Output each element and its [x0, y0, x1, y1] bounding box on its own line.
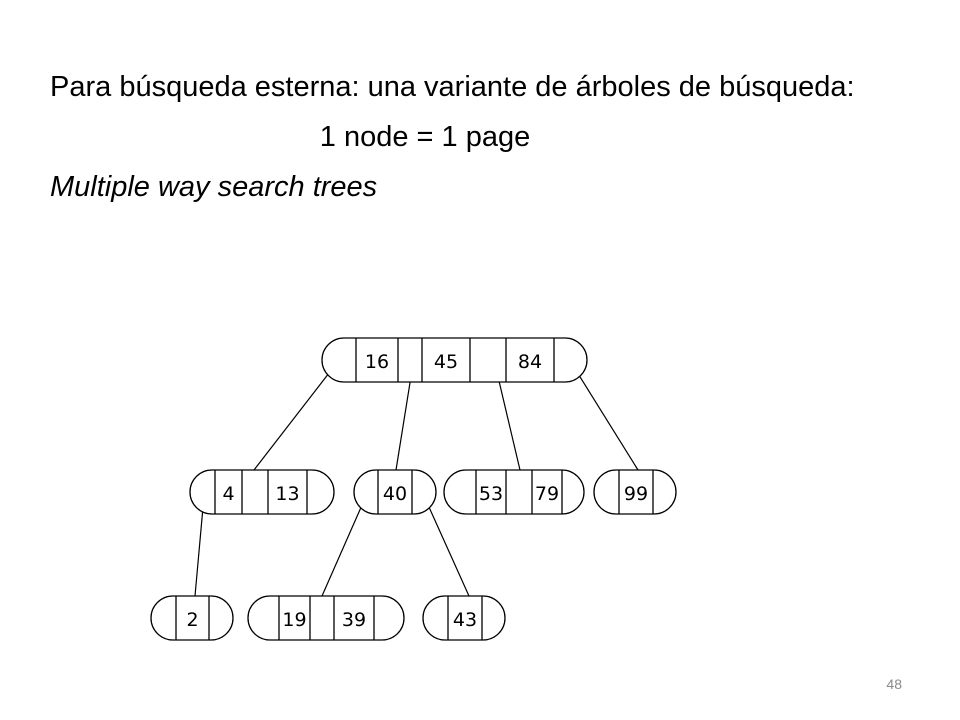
intro-text: Para búsqueda esterna: una variante de á… [50, 71, 855, 103]
tree-node-n-53-79: 53 79 [443, 469, 585, 515]
tree-edge-n-40-to-n-43 [423, 495, 470, 597]
node-key-39: 39 [342, 609, 366, 631]
tree-node-n-2: 2 [150, 595, 234, 641]
node-outline [150, 595, 234, 641]
tree-node-n-99: 99 [593, 469, 677, 515]
node-key-2: 2 [186, 609, 198, 631]
node-outline [353, 469, 437, 515]
node-outline [189, 469, 335, 515]
node-outline [321, 337, 588, 383]
slide-text: Para búsqueda esterna: una variante de á… [50, 66, 910, 208]
node-outline [443, 469, 585, 515]
node-key-4: 4 [222, 483, 234, 505]
tree-edge-root-to-n-4-13 [253, 363, 337, 471]
tree-node-n-43: 43 [422, 595, 506, 641]
tree-edge-n-40-to-n-19-39 [321, 495, 367, 597]
node-key-40: 40 [383, 483, 407, 505]
tree-edge-root-to-n-99 [571, 363, 639, 471]
node-outline [593, 469, 677, 515]
node-page-rule: 1 node = 1 page [319, 121, 531, 153]
node-outline [247, 595, 405, 641]
node-key-99: 99 [624, 483, 648, 505]
node-outline [422, 595, 506, 641]
node-key-79: 79 [535, 483, 559, 505]
node-key-45: 45 [434, 351, 458, 373]
node-key-53: 53 [479, 483, 503, 505]
page-number: 48 [886, 676, 902, 692]
tree-edge-n-4-13-to-n-2 [194, 495, 205, 597]
subtitle-text: Multiple way search trees [50, 171, 378, 203]
tree-node-n-4-13: 4 13 [189, 469, 335, 515]
node-key-13: 13 [275, 483, 299, 505]
node-key-84: 84 [518, 351, 542, 373]
tree-node-n-40: 40 [353, 469, 437, 515]
tree-node-root: 16 45 84 [321, 337, 588, 383]
node-key-16: 16 [365, 351, 389, 373]
node-key-19: 19 [282, 609, 306, 631]
node-key-43: 43 [453, 609, 477, 631]
